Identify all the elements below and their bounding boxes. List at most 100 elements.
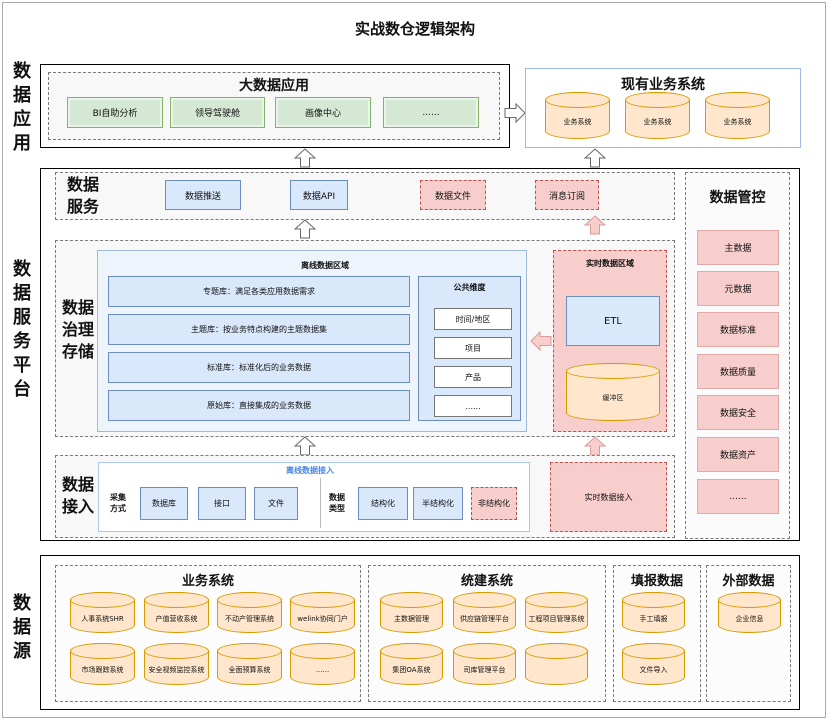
source-label: 人事系统SHR: [81, 614, 124, 623]
unified-systems-title: 统建系统: [460, 574, 513, 589]
existing-system-label: 业务系统: [643, 117, 672, 126]
source-label: ......: [315, 666, 330, 674]
type-item: 非结构化: [471, 487, 517, 520]
source-label: 产值营收系统: [155, 614, 198, 623]
left-arrow-icon: [530, 331, 552, 351]
bigdata-app-item: 画像中心: [275, 97, 371, 128]
existing-system-label: 业务系统: [563, 117, 592, 126]
database-icon: 业务系统: [705, 92, 770, 139]
type-item: 半结构化: [413, 487, 463, 520]
source-label: 全面预算系统: [228, 666, 271, 674]
buffer-label: 缓冲区: [602, 394, 624, 402]
data-control-item: 元数据: [697, 271, 779, 306]
existing-systems-title: 现有业务系统: [621, 77, 705, 93]
method-item: 数据库: [140, 487, 188, 520]
etl-box: ETL: [566, 296, 660, 346]
database-icon: 业务系统: [545, 92, 610, 139]
layer-label-application: 数据应用: [13, 61, 31, 154]
database-icon: 司库管理平台: [453, 643, 516, 685]
filling-data-title: 填报数据: [630, 574, 683, 589]
dimension-item: 产品: [434, 366, 512, 388]
database-icon: 全面预算系统: [217, 643, 282, 685]
data-access-label: 数据接入: [62, 475, 95, 516]
data-control-item: 数据质量: [697, 354, 779, 389]
database-icon: 安全视频监控系统: [144, 643, 209, 685]
offline-layer: 主题库：按业务特点构建的主题数据集: [108, 314, 410, 345]
source-label: 安全视频监控系统: [148, 666, 205, 674]
up-arrow-icon: [294, 436, 316, 456]
source-label: 供应链管理平台: [460, 614, 509, 623]
database-icon: 市场跟踪系统: [70, 643, 135, 685]
source-label: welink协同门户: [297, 614, 348, 623]
database-icon: 手工填报: [622, 592, 685, 633]
up-arrow-icon: [294, 148, 316, 168]
source-label: 文件导入: [639, 666, 668, 674]
offline-layer: 专题库：满足各类应用数据需求: [108, 276, 410, 307]
source-label: 工程项目管理系统: [528, 614, 585, 623]
database-icon: 集团OA系统: [380, 643, 443, 685]
data-control-item: 数据安全: [697, 395, 779, 430]
data-storage-label: 数据治理存储: [62, 298, 95, 361]
realtime-zone-title: 实时数据区域: [586, 258, 634, 268]
source-label: 司库管理平台: [463, 666, 506, 674]
data-control-item: 数据资产: [697, 437, 779, 472]
up-arrow-icon: [584, 436, 606, 456]
source-label: 手工填报: [639, 614, 668, 623]
database-icon: 供应链管理平台: [453, 592, 516, 633]
up-arrow-icon: [294, 219, 316, 239]
database-icon: 文件导入: [622, 643, 685, 685]
dimension-item: 时间/地区: [434, 308, 512, 330]
data-control-item: 主数据: [697, 230, 779, 265]
database-icon: 不动产管理系统: [217, 592, 282, 633]
data-control-item: 数据标准: [697, 312, 779, 347]
source-label: 企业信息: [735, 614, 764, 623]
data-service-label: 数据服务: [67, 175, 100, 216]
data-service-item: 数据文件: [420, 180, 486, 210]
database-icon: [525, 643, 588, 685]
layer-label-platform: 数据服务平台: [13, 259, 31, 400]
type-item: 结构化: [358, 487, 408, 520]
source-label: 主数据管理: [394, 614, 429, 623]
access-divider: [320, 478, 321, 528]
diagram-title: 实战数仓逻辑架构: [354, 19, 475, 38]
up-arrow-icon: [584, 148, 606, 168]
bigdata-app-item: BI自助分析: [67, 97, 163, 128]
dimension-title: 公共维度: [453, 282, 486, 292]
database-icon: ......: [290, 643, 355, 685]
data-control-item: ......: [697, 479, 779, 514]
offline-zone-title: 离线数据区域: [301, 260, 349, 270]
database-icon: 人事系统SHR: [70, 592, 135, 633]
right-arrow-icon: [504, 103, 526, 123]
up-arrow-icon: [584, 215, 606, 235]
source-label: 集团OA系统: [392, 666, 431, 674]
offline-layer: 原始库：直接集成的业务数据: [108, 390, 410, 421]
database-icon: 缓冲区: [566, 363, 660, 421]
method-item: 接口: [198, 487, 246, 520]
database-icon: 业务系统: [625, 92, 690, 139]
bigdata-app-title: 大数据应用: [239, 78, 309, 94]
method-label: 采集方式: [110, 493, 126, 513]
source-label: 不动产管理系统: [225, 614, 274, 623]
existing-system-label: 业务系统: [723, 117, 752, 126]
type-label: 数据类型: [329, 493, 345, 513]
realtime-access-box: 实时数据接入: [550, 462, 667, 532]
database-icon: 工程项目管理系统: [525, 592, 588, 633]
method-item: 文件: [254, 487, 298, 520]
database-icon: welink协同门户: [290, 592, 355, 633]
database-icon: 产值营收系统: [144, 592, 209, 633]
database-icon: 企业信息: [718, 592, 781, 633]
bigdata-app-item: 领导驾驶舱: [170, 97, 265, 128]
offline-access-title: 离线数据接入: [286, 465, 334, 475]
dimension-item: ......: [434, 395, 512, 417]
data-control-title: 数据管控: [709, 190, 766, 206]
database-icon: 主数据管理: [380, 592, 443, 633]
dimension-item: 项目: [434, 337, 512, 359]
data-service-item: 消息订阅: [535, 180, 599, 210]
external-data-title: 外部数据: [722, 574, 775, 589]
data-service-item: 数据推送: [165, 180, 241, 210]
source-label: 市场跟踪系统: [81, 666, 124, 674]
external-data-group: [706, 565, 791, 702]
business-systems-title: 业务系统: [181, 574, 234, 589]
offline-layer: 标准库：标准化后的业务数据: [108, 352, 410, 383]
